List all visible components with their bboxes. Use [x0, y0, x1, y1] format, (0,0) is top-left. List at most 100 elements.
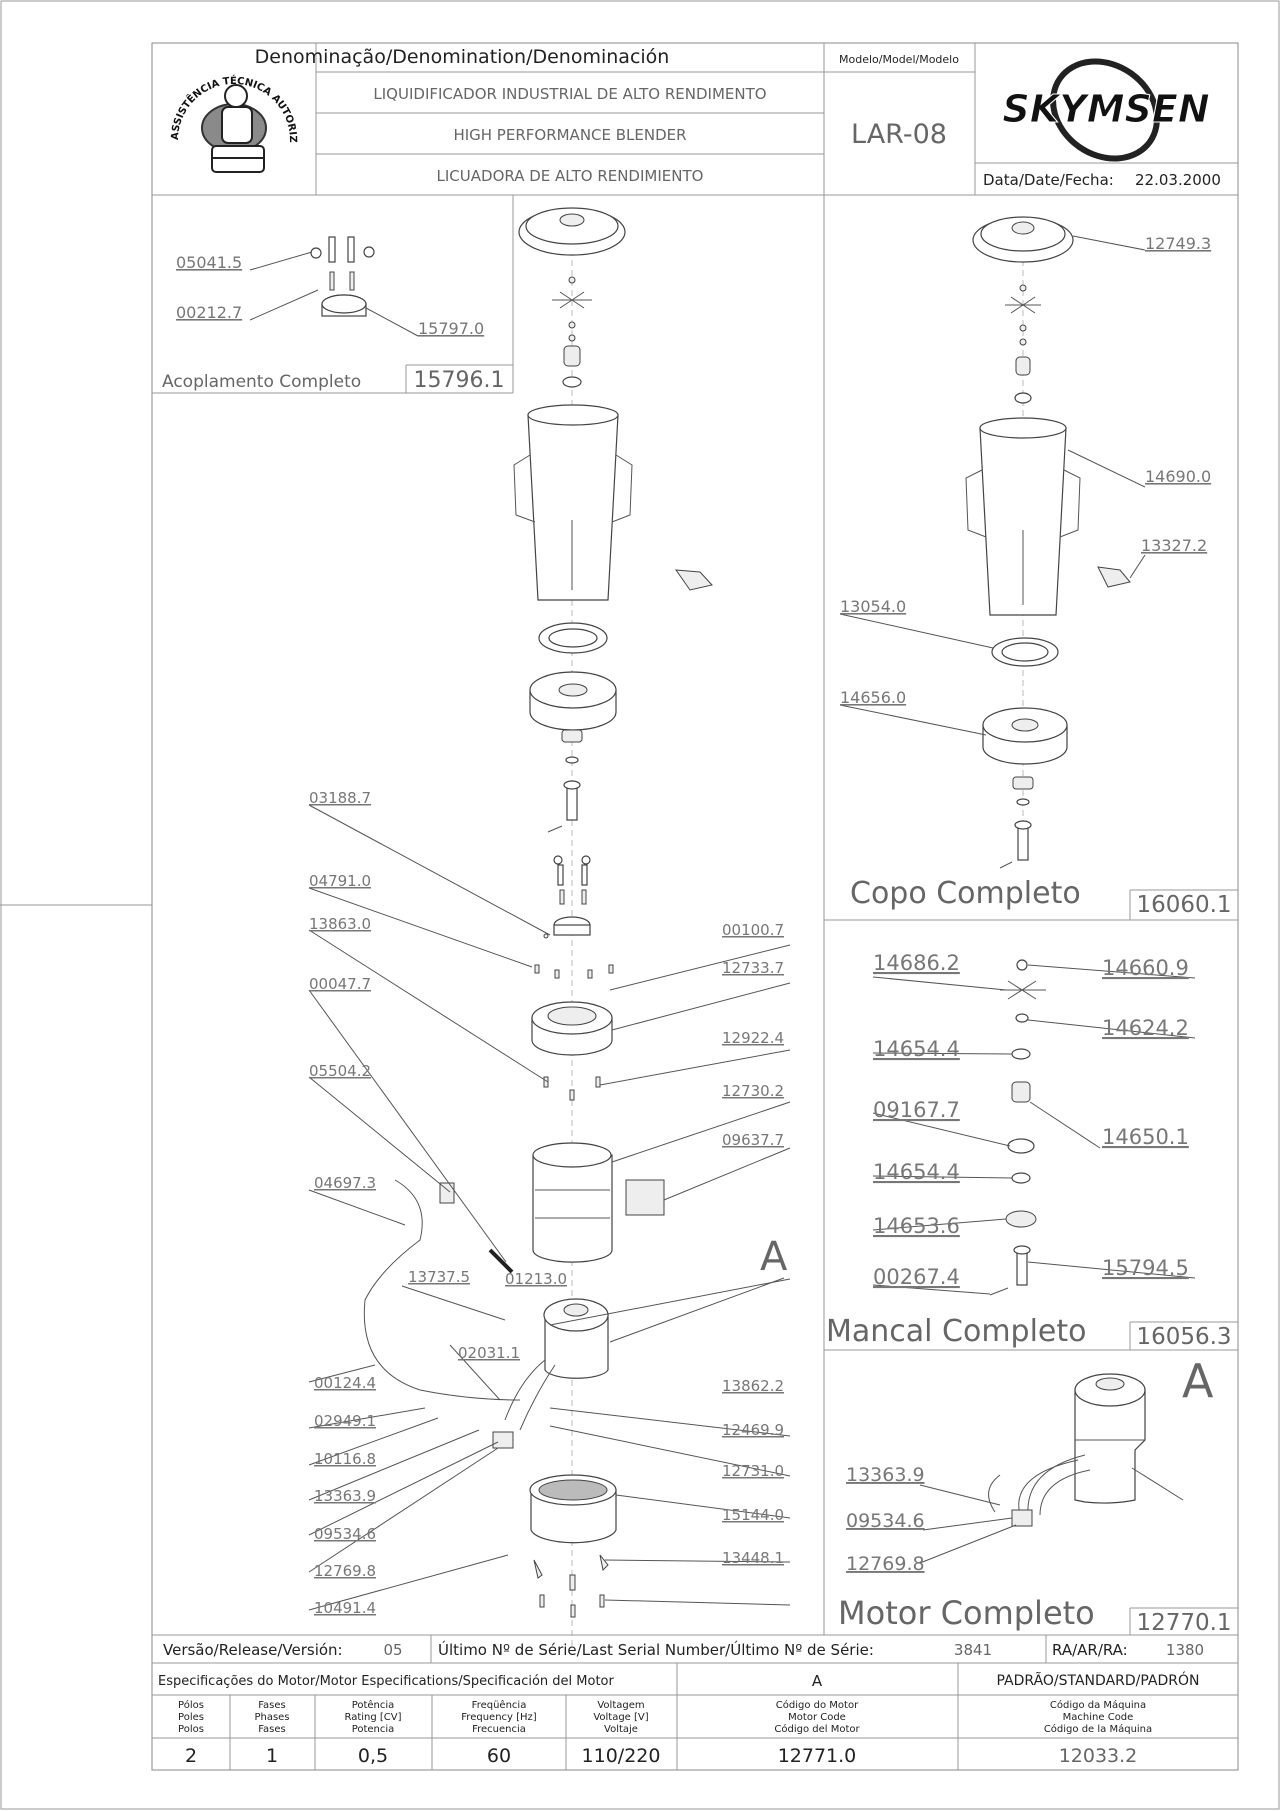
main-left-labels: 03188.7 04791.0 13863.0 00047.7 05504.2 …	[309, 789, 567, 1617]
col-power: Rating [CV]	[344, 1712, 401, 1723]
tag-part	[674, 569, 713, 591]
part-label: 12769.8	[846, 1553, 925, 1575]
col-machine-code: Código da Máquina	[1050, 1699, 1146, 1711]
detail-marker: A	[760, 1234, 788, 1280]
part-label: 09534.6	[846, 1510, 925, 1532]
part-label: 12769.8	[314, 1562, 376, 1580]
drawing-frame	[151, 42, 1239, 1771]
col-motor-code: Código do Motor	[776, 1699, 859, 1711]
part-label: 14660.9	[1102, 956, 1189, 980]
date-label: Data/Date/Fecha:	[983, 171, 1114, 189]
skymsen-logo: SKYMSEN	[1002, 58, 1210, 162]
power-cord-part	[363, 1179, 521, 1401]
motor-ref: A	[812, 1672, 823, 1690]
part-label: 14654.4	[873, 1160, 960, 1184]
col-phases: Fases	[258, 1700, 286, 1711]
motor-title: Motor Completo	[838, 1594, 1095, 1632]
motor-part	[543, 1298, 609, 1379]
machine-code-value: 12033.2	[1059, 1745, 1138, 1767]
part-label: 04697.3	[314, 1174, 376, 1192]
authorized-seal-icon: ASSISTÊNCIA TÉCNICA AUTORIZADA	[0, 0, 298, 173]
part-label: 15144.0	[722, 1506, 784, 1524]
part-label: 13327.2	[1141, 536, 1207, 555]
col-motor-code: Código del Motor	[774, 1723, 860, 1735]
col-freq: Freqüência	[472, 1699, 527, 1711]
spec-table: Versão/Release/Versión: 05 Último Nº de …	[152, 1634, 1238, 1770]
part-label: 10116.8	[314, 1450, 376, 1468]
coupling-labels: 05041.5 00212.7 15797.0 Acoplamento Comp…	[162, 253, 504, 393]
col-power: Potência	[352, 1699, 395, 1711]
bearing-title: Mancal Completo	[826, 1314, 1087, 1349]
col-voltage: Voltagem	[597, 1700, 644, 1711]
blade-part	[552, 291, 592, 309]
part-label: 00212.7	[176, 303, 242, 322]
part-label: 14654.4	[873, 1037, 960, 1061]
power-value: 0,5	[358, 1745, 388, 1767]
part-label: 02949.1	[314, 1412, 376, 1430]
name-en: HIGH PERFORMANCE BLENDER	[453, 126, 686, 144]
part-label: 09534.6	[314, 1525, 376, 1543]
top-housing-part	[531, 1001, 613, 1056]
cup-labels: 12749.3 14690.0 13327.2 13054.0 14656.0 …	[840, 234, 1232, 918]
base-part	[529, 1474, 617, 1544]
part-label: 05504.2	[309, 1062, 371, 1080]
part-label: 10491.4	[314, 1599, 376, 1617]
part-label: 13363.9	[314, 1487, 376, 1505]
phases-value: 1	[266, 1745, 278, 1767]
part-label: 12749.3	[1145, 234, 1211, 253]
col-power: Potencia	[352, 1724, 395, 1735]
model-title: Modelo/Model/Modelo	[839, 53, 959, 66]
part-label: 13363.9	[846, 1464, 925, 1486]
part-label: 13737.5	[408, 1268, 470, 1286]
voltage-value: 110/220	[582, 1745, 661, 1767]
part-label: 13054.0	[840, 597, 906, 616]
col-phases: Fases	[258, 1724, 286, 1735]
serial-label: Último Nº de Série/Last Serial Number/Úl…	[438, 1640, 874, 1659]
part-label: 14653.6	[873, 1214, 960, 1238]
col-phases: Phases	[254, 1712, 289, 1723]
brand-name: SKYMSEN	[1002, 87, 1209, 131]
coupling-title: Acoplamento Completo	[162, 372, 361, 392]
cup-code: 16060.1	[1136, 892, 1231, 918]
date-value: 22.03.2000	[1135, 171, 1221, 189]
part-label: 02031.1	[458, 1344, 520, 1362]
jar-base-part	[529, 671, 617, 731]
part-label: 15797.0	[418, 319, 484, 338]
model-code: LAR-08	[851, 119, 947, 150]
serial-value: 3841	[954, 1641, 992, 1659]
part-label: 00124.4	[314, 1374, 376, 1392]
part-label: 13448.1	[722, 1549, 784, 1567]
col-voltage: Voltage [V]	[593, 1712, 648, 1723]
motor-code: 12770.1	[1136, 1610, 1231, 1636]
jar-part	[513, 404, 633, 601]
part-label: 13862.2	[722, 1377, 784, 1395]
freq-value: 60	[487, 1745, 511, 1767]
part-label: 12730.2	[722, 1082, 784, 1100]
col-machine-code: Machine Code	[1063, 1712, 1134, 1723]
capacitor-part	[492, 1431, 514, 1449]
denomination-title: Denominação/Denomination/Denominación	[255, 46, 670, 68]
main-right-labels: 00100.7 12733.7 12922.4 12730.2 09637.7 …	[722, 921, 788, 1567]
coupling-assembly	[249, 236, 513, 393]
version-value: 05	[383, 1641, 402, 1659]
part-label: 14656.0	[840, 688, 906, 707]
lid-part	[518, 207, 626, 256]
col-poles: Polos	[178, 1724, 204, 1735]
name-pt: LIQUIDIFICADOR INDUSTRIAL DE ALTO RENDIM…	[373, 85, 766, 103]
part-label: 03188.7	[309, 789, 371, 807]
col-motor-code: Motor Code	[788, 1712, 846, 1723]
version-label: Versão/Release/Versión:	[163, 1641, 343, 1659]
col-voltage: Voltaje	[604, 1724, 638, 1735]
bearing-labels: 14686.2 14660.9 14624.2 14654.4 09167.7 …	[826, 951, 1232, 1350]
panel-grid	[152, 195, 1238, 1635]
part-label: 09167.7	[873, 1098, 960, 1122]
part-label: 14686.2	[873, 951, 960, 975]
cup-assembly	[839, 216, 1238, 920]
bearing-code: 16056.3	[1136, 1324, 1231, 1350]
part-label: 14690.0	[1145, 467, 1211, 486]
motor-labels: 13363.9 09534.6 12769.8 A Motor Completo…	[838, 1354, 1232, 1636]
part-label: 15794.5	[1102, 1256, 1189, 1280]
cup-title: Copo Completo	[850, 876, 1081, 911]
